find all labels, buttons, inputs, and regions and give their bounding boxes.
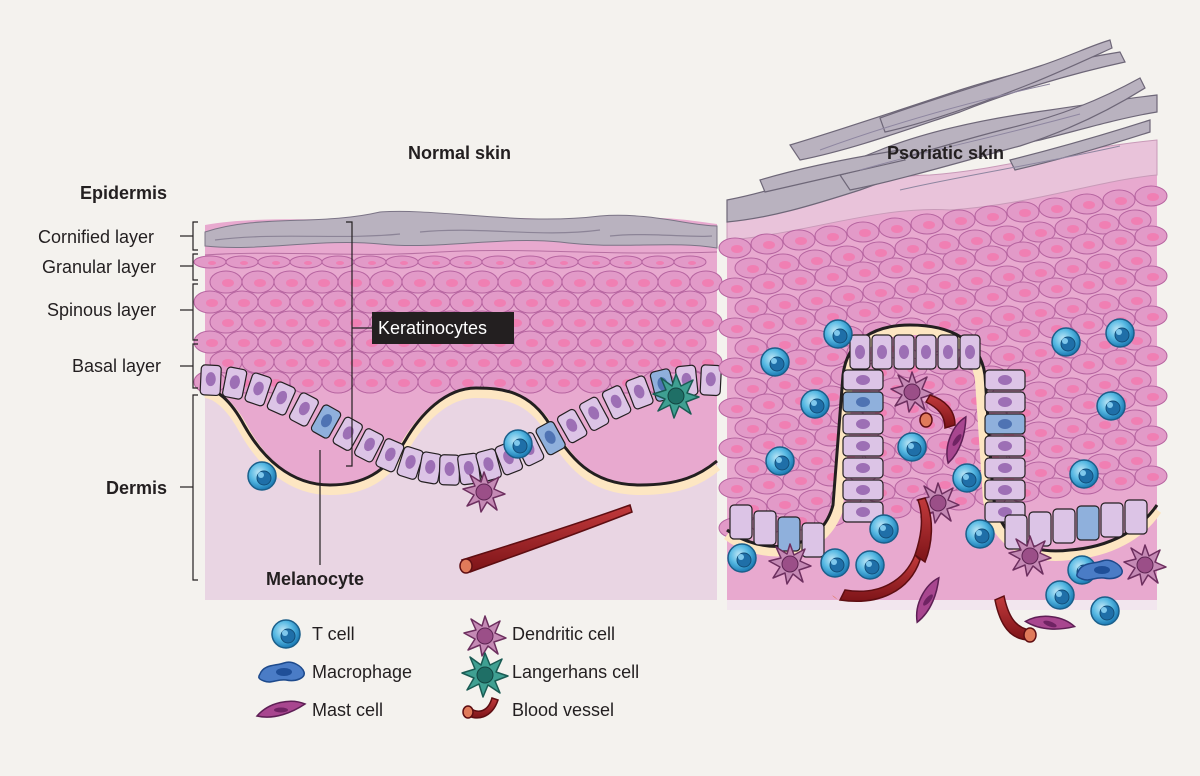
- label-melanocyte: Melanocyte: [266, 569, 365, 589]
- blood-vessel-icon: [462, 697, 499, 719]
- legend-label-langerhans-cell: Langerhans cell: [512, 662, 640, 682]
- t-cell-icon: [1096, 391, 1126, 421]
- label-spinous-layer: Spinous layer: [47, 300, 157, 320]
- label-cornified-layer: Cornified layer: [38, 227, 155, 247]
- t-cell-icon: [765, 446, 795, 476]
- t-cell-icon: [855, 550, 885, 580]
- t-cell-icon: [965, 519, 995, 549]
- label-keratinocytes: Keratinocytes: [378, 318, 488, 338]
- blood-vessel-icon: [459, 558, 473, 574]
- label-granular-layer: Granular layer: [42, 257, 157, 277]
- t-cell-icon: [1051, 327, 1081, 357]
- legend-label-dendritic-cell: Dendritic cell: [512, 624, 616, 644]
- t-cell-icon: [897, 432, 927, 462]
- t-cell-icon: [1045, 580, 1075, 610]
- normal-skin-panel: [193, 210, 723, 600]
- t-cell-icon: [1069, 459, 1099, 489]
- macrophage-icon: [258, 661, 306, 683]
- psoriatic-skin-panel: [718, 39, 1168, 643]
- t-cell-icon: [820, 548, 850, 578]
- label-dermis: Dermis: [106, 478, 168, 498]
- t-cell-icon: [800, 389, 830, 419]
- mast-cell-icon: [256, 700, 306, 718]
- label-epidermis: Epidermis: [80, 183, 168, 203]
- t-cell-icon: [952, 463, 982, 493]
- label-basal-layer: Basal layer: [72, 356, 162, 376]
- t-cell-icon: [271, 619, 301, 649]
- title-psoriatic-skin: Psoriatic skin: [887, 143, 1005, 163]
- keratinocytes-callout-box: [372, 312, 514, 344]
- t-cell-icon: [727, 543, 757, 573]
- t-cell-icon: [503, 429, 533, 459]
- blood-vessel-icon: [460, 504, 633, 573]
- layer-brackets: [180, 221, 372, 581]
- t-cell-icon: [869, 514, 899, 544]
- legend-label-mast-cell: Mast cell: [312, 700, 384, 720]
- t-cell-icon: [1105, 318, 1135, 348]
- legend-label-blood-vessel: Blood vessel: [512, 700, 615, 720]
- legend-label-t-cell: T cell: [312, 624, 355, 644]
- title-normal-skin: Normal skin: [408, 143, 512, 163]
- psoriatic-scale: [726, 39, 1158, 223]
- t-cell-icon: [1090, 596, 1120, 626]
- t-cell-icon: [247, 461, 277, 491]
- t-cell-icon: [760, 347, 790, 377]
- legend-label-macrophage: Macrophage: [312, 662, 413, 682]
- normal-basal-cells: [199, 364, 722, 486]
- blood-vessel-icon: [832, 394, 1037, 643]
- t-cell-icon: [823, 319, 853, 349]
- psoriatic-basal-cells: [729, 334, 1148, 558]
